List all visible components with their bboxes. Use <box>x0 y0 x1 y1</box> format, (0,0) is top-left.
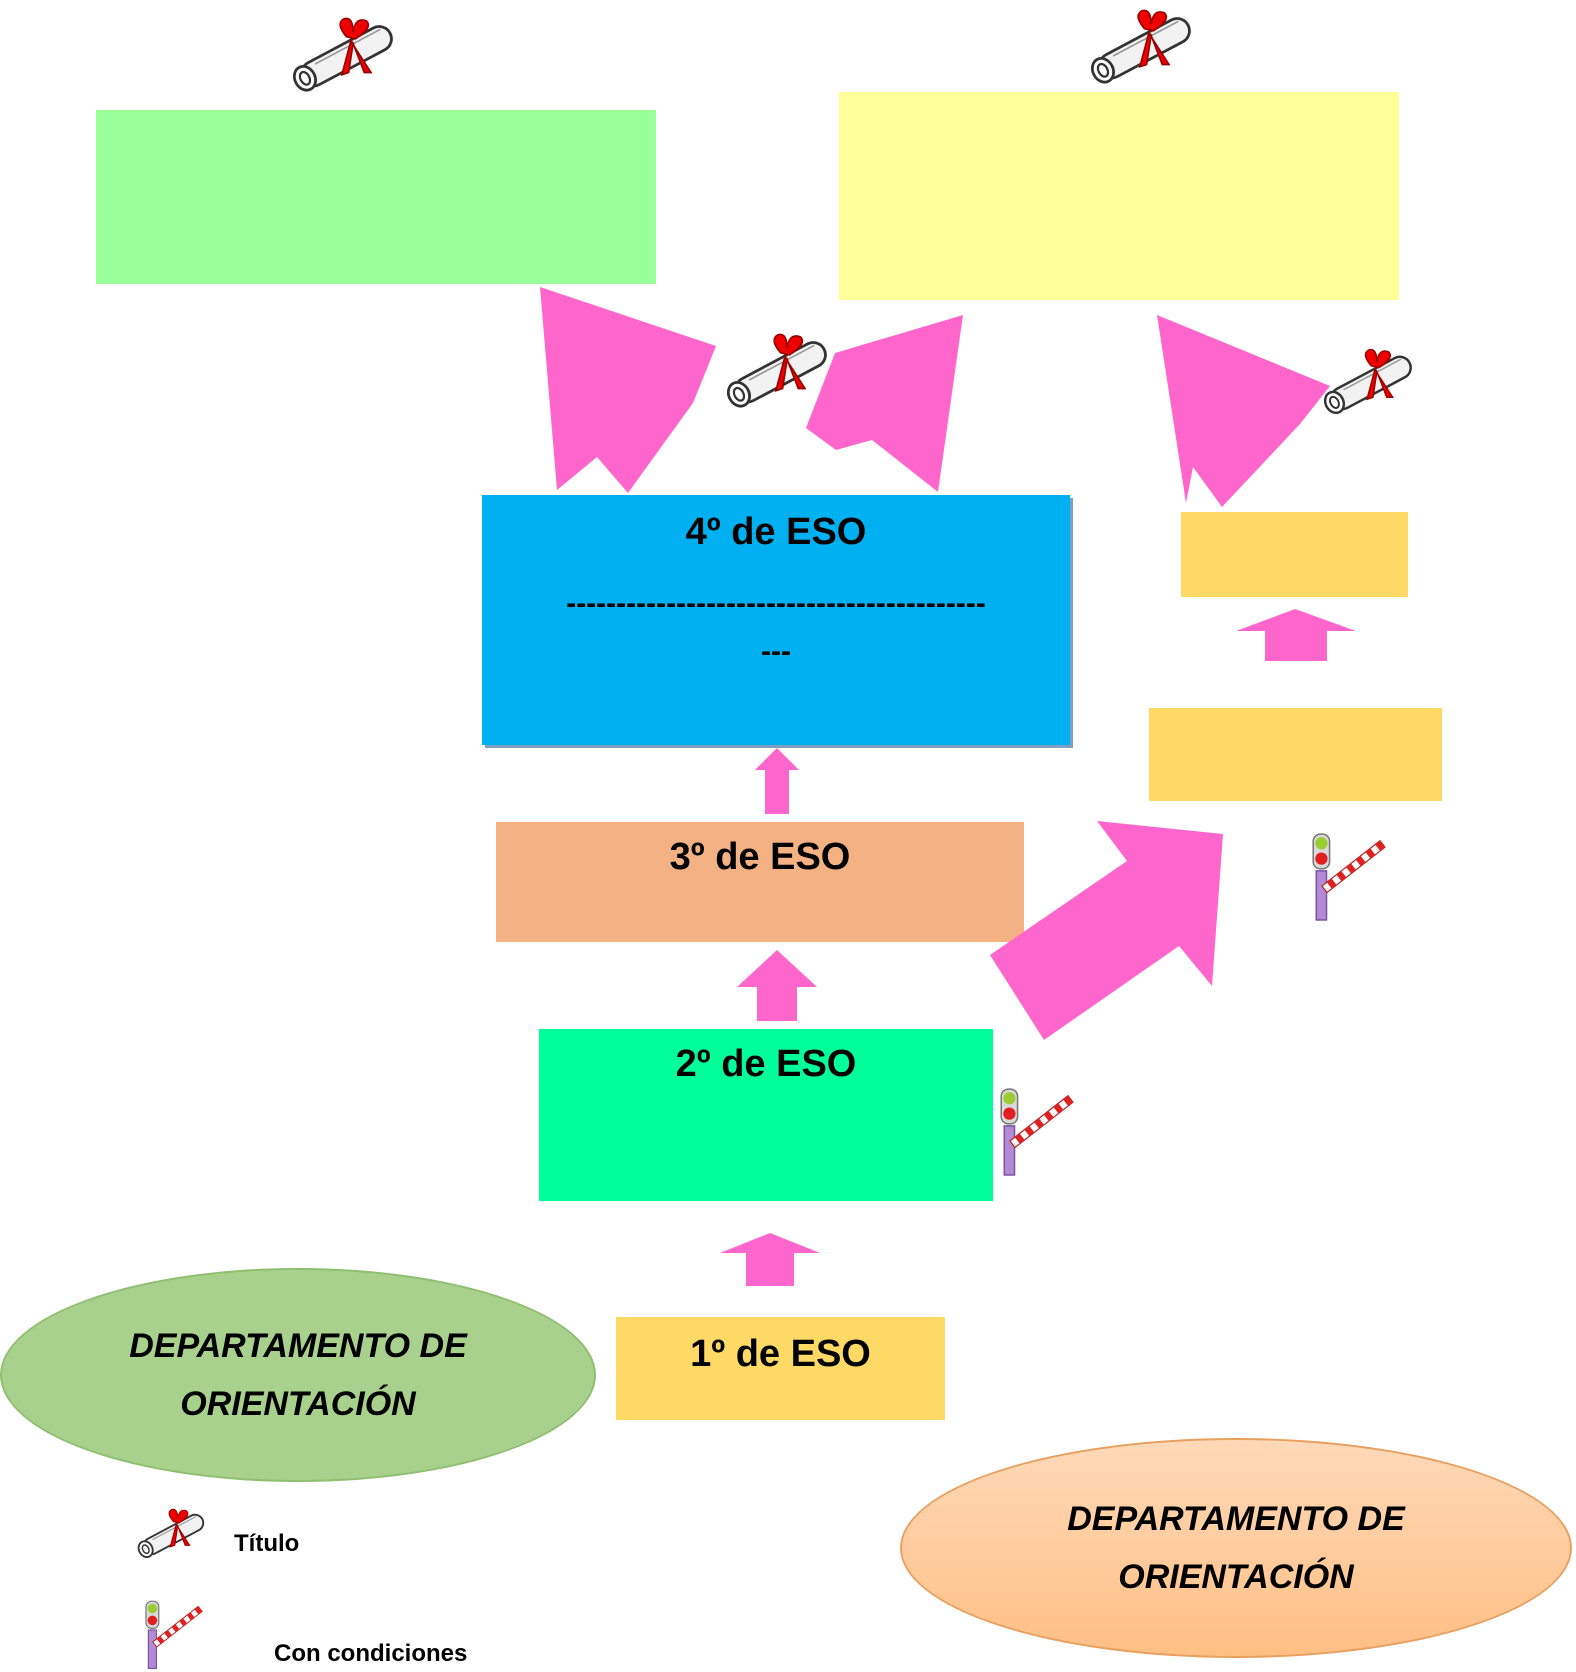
arrow-eso4-to-top-right <box>806 315 963 492</box>
diploma-scroll-icon <box>1313 344 1423 418</box>
diploma-scroll-icon <box>1078 4 1204 88</box>
diploma-scroll-icon <box>280 12 406 96</box>
traffic-light-barrier-icon <box>138 1598 210 1670</box>
eso4-dashes: ----------------------------------------… <box>566 587 986 620</box>
eso1-box: 1º de ESO <box>616 1317 945 1420</box>
arrow-eso4-to-top-left <box>540 287 716 493</box>
diploma-scroll-icon <box>130 1505 212 1561</box>
arrow-eso2-to-right-box <box>990 821 1223 1040</box>
arrow-eso3-to-eso4 <box>755 748 799 814</box>
arrow-eso1-to-eso2 <box>720 1233 820 1286</box>
traffic-light-barrier-icon <box>996 1085 1078 1177</box>
top-left-outcome-box <box>96 110 656 284</box>
orientation-department-ellipse-orange: DEPARTAMENTO DE ORIENTACIÓN <box>900 1438 1572 1658</box>
eso4-box: 4º de ESO ------------------------------… <box>482 495 1070 745</box>
eso3-title: 3º de ESO <box>669 836 851 878</box>
ellipse-green-text: DEPARTAMENTO DE ORIENTACIÓN <box>129 1327 467 1423</box>
arrow-right-to-top-right <box>1157 315 1330 507</box>
arrow-eso2-to-eso3 <box>737 950 817 1021</box>
eso2-title: 2º de ESO <box>675 1043 857 1085</box>
legend-conditions-label: Con condiciones <box>274 1640 468 1667</box>
eso1-title: 1º de ESO <box>690 1333 871 1375</box>
eso3-box: 3º de ESO <box>496 822 1024 942</box>
right-upper-box <box>1181 512 1408 597</box>
eso4-dashes-continued: --- <box>761 635 791 668</box>
eso4-title: 4º de ESO <box>685 511 867 553</box>
legend-title-label: Título <box>234 1530 300 1557</box>
eso2-box: 2º de ESO <box>539 1029 993 1201</box>
orientation-department-ellipse-green: DEPARTAMENTO DE ORIENTACIÓN <box>0 1268 596 1482</box>
diploma-scroll-icon <box>714 328 840 412</box>
ellipse-orange-text: DEPARTAMENTO DE ORIENTACIÓN <box>1067 1500 1405 1596</box>
arrow-right-lower-to-upper <box>1236 609 1356 661</box>
traffic-light-barrier-icon <box>1308 830 1390 922</box>
top-right-outcome-box <box>839 92 1399 300</box>
right-lower-box <box>1149 708 1442 801</box>
